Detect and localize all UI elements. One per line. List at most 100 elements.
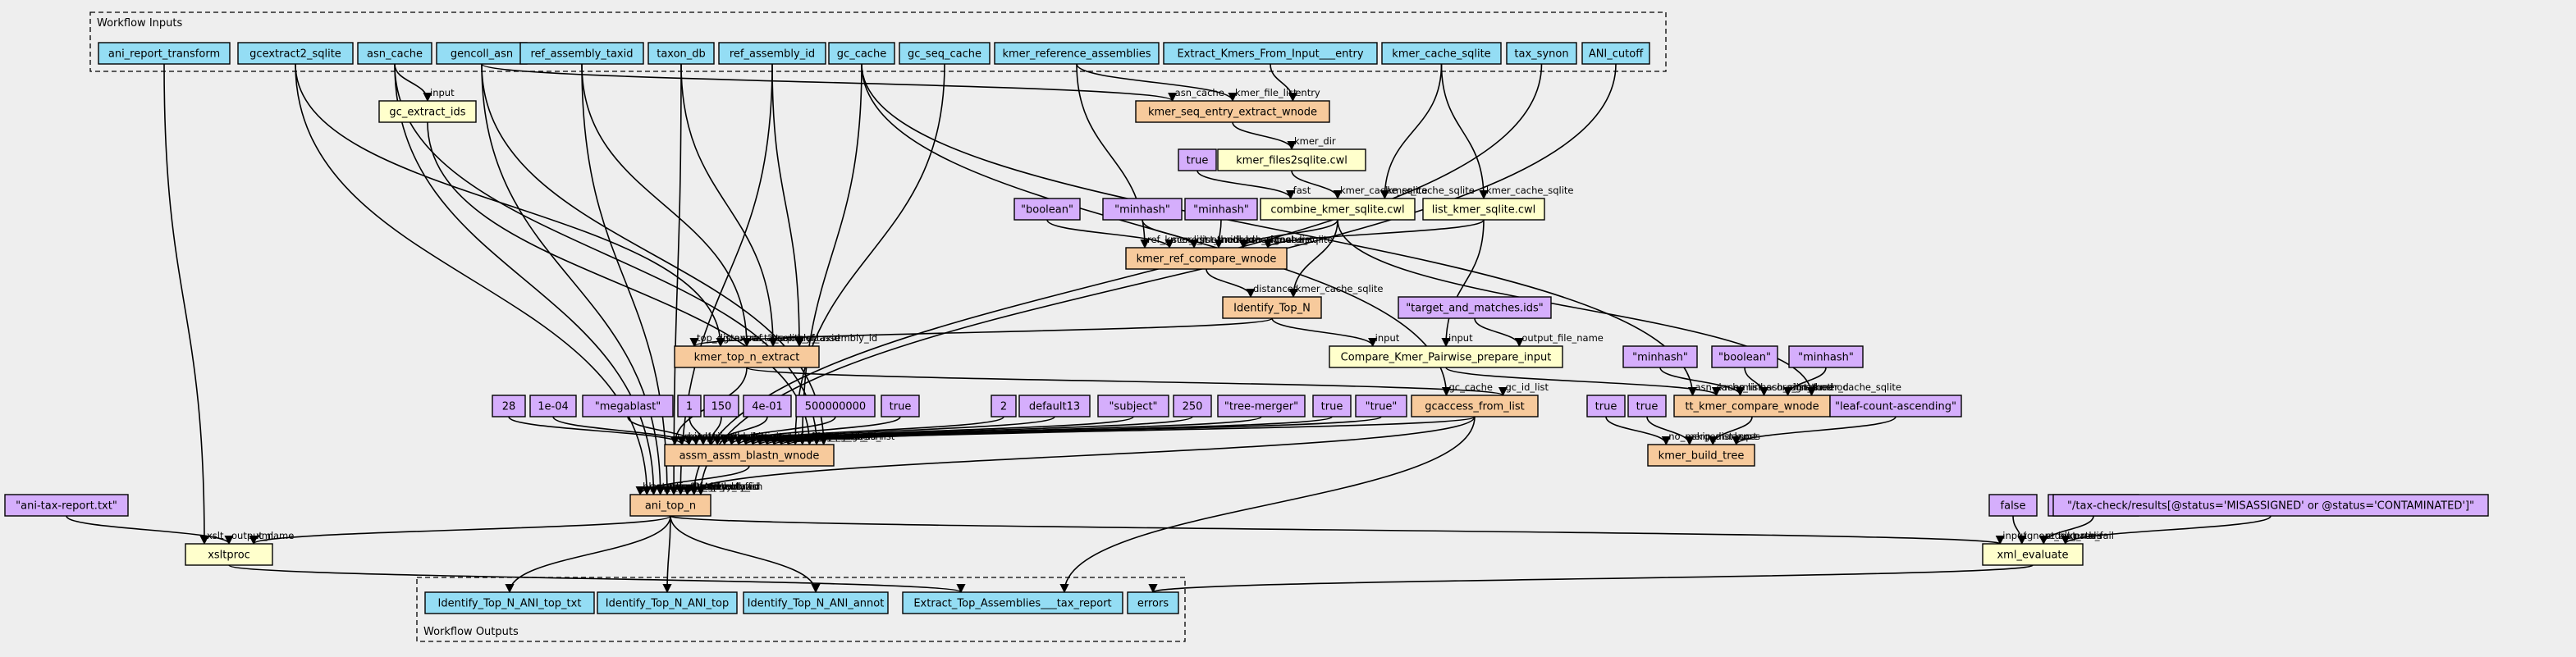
node-c-1[interactable]: 1 bbox=[677, 395, 702, 417]
node-kmer-ref-compare-wnode[interactable]: kmer_ref_compare_wnode bbox=[1125, 247, 1288, 270]
node-kmer-seq-entry-extract-wnode[interactable]: kmer_seq_entry_extract_wnode bbox=[1135, 100, 1330, 123]
node-c-megablast[interactable]: "megablast" bbox=[582, 395, 674, 417]
node-c-true-5[interactable]: true bbox=[1627, 395, 1667, 417]
node-c-minhash-1[interactable]: "minhash" bbox=[1102, 198, 1183, 221]
edge-label: ref_gencoll_asn bbox=[791, 431, 864, 442]
node-c-1e04[interactable]: 1e-04 bbox=[529, 395, 577, 417]
node-kmer-build-tree[interactable]: kmer_build_tree bbox=[1647, 444, 1755, 467]
node-in-kmer-reference-assemblies[interactable]: kmer_reference_assemblies bbox=[994, 42, 1160, 65]
node-c-2[interactable]: 2 bbox=[991, 395, 1017, 417]
node-in-gc-cache[interactable]: gc_cache bbox=[828, 42, 895, 65]
node-label: 1 bbox=[686, 401, 693, 413]
edge-label: kmer_cache_sqlite bbox=[1246, 234, 1334, 245]
node-c-minhash-4[interactable]: "minhash" bbox=[1788, 345, 1864, 368]
node-in-gc-seq-cache[interactable]: gc_seq_cache bbox=[899, 42, 991, 65]
node-label: ref_assembly_taxid bbox=[531, 48, 634, 61]
node-label: "leaf-count-ascending" bbox=[1835, 401, 1956, 413]
edge-c_150-to-assm_assm_blastn_wnode bbox=[705, 416, 722, 446]
node-in-ref-assembly-taxid[interactable]: ref_assembly_taxid bbox=[519, 42, 644, 65]
node-label: true bbox=[1187, 155, 1209, 167]
node-c-boolean-2[interactable]: "boolean" bbox=[1711, 345, 1778, 368]
node-c-true-3[interactable]: true bbox=[1312, 395, 1352, 417]
edge-label: fast bbox=[1293, 185, 1311, 196]
node-out-top[interactable]: Identify_Top_N_ANI_top bbox=[597, 591, 738, 614]
node-label: 250 bbox=[1183, 401, 1203, 413]
node-in-kmer-cache-sqlite[interactable]: kmer_cache_sqlite bbox=[1381, 42, 1502, 65]
edge-label: distances bbox=[1715, 431, 1760, 442]
node-in-asn-cache[interactable]: asn_cache bbox=[357, 42, 432, 65]
node-out-annot[interactable]: Identify_Top_N_ANI_annot bbox=[743, 591, 889, 614]
node-combine-kmer-sqlite[interactable]: combine_kmer_sqlite.cwl bbox=[1260, 198, 1416, 221]
edge-ani_top_n-to-xml_evaluate bbox=[670, 515, 2004, 545]
node-c-150[interactable]: 150 bbox=[703, 395, 739, 417]
node-c-subject[interactable]: "subject" bbox=[1097, 395, 1169, 417]
node-c-ani-tax-report[interactable]: "ani-tax-report.txt" bbox=[4, 494, 129, 517]
node-ani-top-n[interactable]: ani_top_n bbox=[629, 494, 711, 517]
node-c-minhash-2[interactable]: "minhash" bbox=[1184, 198, 1258, 221]
edge-in_kmer_reference_assemblies-to-kmer_seq_entry_extract_wnode bbox=[1076, 63, 1238, 103]
node-in-ani-cutoff[interactable]: ANI_cutoff bbox=[1581, 42, 1650, 65]
node-c-minhash-3[interactable]: "minhash" bbox=[1622, 345, 1698, 368]
node-c-leaf-count[interactable]: "leaf-count-ascending" bbox=[1829, 395, 1962, 417]
node-assm-assm-blastn-wnode[interactable]: assm_assm_blastn_wnode bbox=[664, 444, 835, 467]
edge-in_kmer_cache_sqlite-to-list_kmer_sqlite bbox=[1440, 63, 1489, 200]
edge-in_gcextract2_sqlite-to-kmer_top_n_extract bbox=[295, 63, 725, 348]
edge-label: xslt bbox=[207, 530, 224, 541]
node-list-kmer-sqlite[interactable]: list_kmer_sqlite.cwl bbox=[1422, 198, 1545, 221]
node-in-ani-report-transform[interactable]: ani_report_transform bbox=[98, 42, 231, 65]
cluster-outputs: Workflow Outputs bbox=[416, 577, 1186, 642]
edge-label: output_file_name bbox=[1521, 332, 1604, 344]
node-c-true-2[interactable]: true bbox=[881, 395, 920, 417]
edge-label: gc_cache bbox=[805, 431, 849, 442]
node-c-boolean-1[interactable]: "boolean" bbox=[1013, 198, 1081, 221]
node-c-false[interactable]: false bbox=[1988, 494, 2038, 517]
edge-label: evalue bbox=[692, 431, 724, 442]
node-c-500000000[interactable]: 500000000 bbox=[795, 395, 876, 417]
node-label: true bbox=[890, 401, 912, 413]
edge-label: score_method bbox=[1767, 381, 1833, 393]
node-in-gencoll-asn[interactable]: gencoll_asn bbox=[436, 42, 528, 65]
node-in-extract-kmers-entry[interactable]: Extract_Kmers_From_Input___entry bbox=[1163, 42, 1378, 65]
node-c-tree-merger[interactable]: "tree-merger" bbox=[1217, 395, 1306, 417]
node-in-taxon-db[interactable]: taxon_db bbox=[647, 42, 715, 65]
node-xsltproc[interactable]: xsltproc bbox=[185, 543, 273, 566]
edge-in_ani_report_transform-to-xsltproc bbox=[163, 63, 209, 545]
edge-xsltproc-to-out_tax_report bbox=[228, 564, 966, 594]
node-c-true-1[interactable]: true bbox=[1178, 148, 1217, 171]
edge-label: kmer_cache_sqlite bbox=[1387, 185, 1475, 196]
node-c-true-4[interactable]: true bbox=[1586, 395, 1626, 417]
edge-label: gapopen bbox=[741, 431, 782, 442]
node-label: kmer_build_tree bbox=[1659, 450, 1745, 463]
node-out-txt[interactable]: Identify_Top_N_ANI_top_txt bbox=[424, 591, 595, 614]
node-c-xpath[interactable]: "/tax-check/results[@status='MISASSIGNED… bbox=[2052, 494, 2489, 517]
node-c-250[interactable]: 250 bbox=[1173, 395, 1212, 417]
node-c-target-and-matches[interactable]: "target_and_matches.ids" bbox=[1398, 296, 1552, 319]
node-label: "minhash" bbox=[1193, 204, 1249, 217]
node-identify-top-n[interactable]: Identify_Top_N bbox=[1222, 296, 1322, 319]
edge-kmer_seq_entry_extract_wnode-to-kmer_files2sqlite bbox=[1232, 121, 1297, 151]
node-gc-extract-ids[interactable]: gc_extract_ids bbox=[378, 100, 477, 123]
node-label: Identify_Top_N_ANI_annot bbox=[748, 598, 885, 610]
node-compare-kmer-pairwise[interactable]: Compare_Kmer_Pairwise_prepare_input bbox=[1329, 345, 1563, 368]
edge-c_1e04-to-assm_assm_blastn_wnode bbox=[552, 416, 694, 446]
node-xml-evaluate[interactable]: xml_evaluate bbox=[1982, 543, 2084, 566]
node-c-true-str[interactable]: "true" bbox=[1355, 395, 1407, 417]
node-kmer-files2sqlite[interactable]: kmer_files2sqlite.cwl bbox=[1217, 148, 1366, 171]
node-kmer-top-n-extract[interactable]: kmer_top_n_extract bbox=[674, 345, 820, 368]
node-tt-kmer-compare-wnode[interactable]: tt_kmer_compare_wnode bbox=[1673, 395, 1831, 417]
node-out-tax-report[interactable]: Extract_Top_Assemblies___tax_report bbox=[902, 591, 1123, 614]
node-in-gcextract2-sqlite[interactable]: gcextract2_sqlite bbox=[237, 42, 354, 65]
cluster-outputs-label: Workflow Outputs bbox=[423, 626, 519, 638]
node-in-ref-assembly-id[interactable]: ref_assembly_id bbox=[718, 42, 826, 65]
edge-label: kmer_cache_sqlite bbox=[1814, 381, 1902, 393]
node-out-errors[interactable]: errors bbox=[1127, 591, 1179, 614]
node-c-default13[interactable]: default13 bbox=[1018, 395, 1091, 417]
node-gcaccess-from-list[interactable]: gcaccess_from_list bbox=[1411, 395, 1539, 417]
node-c-4e01[interactable]: 4e-01 bbox=[743, 395, 792, 417]
node-label: kmer_ref_compare_wnode bbox=[1137, 253, 1277, 266]
node-label: gc_extract_ids bbox=[389, 107, 465, 119]
node-c-28[interactable]: 28 bbox=[492, 395, 526, 417]
node-in-tax-synon[interactable]: tax_synon bbox=[1506, 42, 1577, 65]
